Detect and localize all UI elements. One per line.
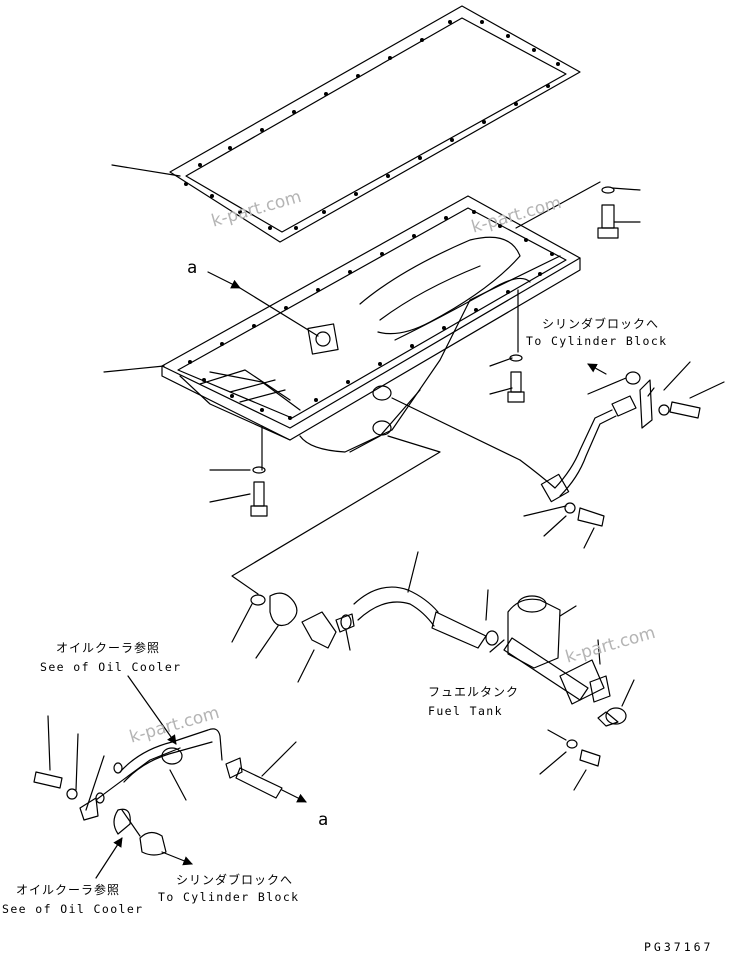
fuel-tank-bracket xyxy=(503,595,635,791)
oil-cooler-pipe-assembly xyxy=(33,363,607,879)
oil-cooler-en-label-top: See of Oil Cooler xyxy=(40,660,182,674)
to-cylinder-block-jp-label: シリンダブロックへ xyxy=(542,317,660,331)
sensor-assembly xyxy=(391,361,725,549)
oil-pan-gasket xyxy=(169,5,581,243)
to-cylinder-block-en-label: To Cylinder Block xyxy=(526,334,668,348)
hose-assembly xyxy=(231,551,505,683)
figure-code: PG37167 xyxy=(644,940,714,954)
oil-pan xyxy=(161,195,581,453)
leader-lines-upper xyxy=(103,164,641,503)
to-cylinder-block-jp-label-bottom: シリンダブロックへ xyxy=(176,873,294,887)
fuel-tank-en-label: Fuel Tank xyxy=(428,704,503,718)
reference-a-top: a xyxy=(187,258,198,278)
oil-cooler-en-label-bottom: See of Oil Cooler xyxy=(2,902,144,916)
reference-a-bottom: a xyxy=(318,810,329,830)
connection-line-a xyxy=(231,435,441,595)
oil-cooler-jp-label-bottom: オイルクーラ参照 xyxy=(16,883,121,897)
bolt-washer-set-top-right xyxy=(250,186,619,517)
fuel-tank-jp-label: フュエルタンク xyxy=(428,685,520,699)
oil-cooler-jp-label-top: オイルクーラ参照 xyxy=(56,641,161,655)
to-cylinder-block-en-label-bottom: To Cylinder Block xyxy=(158,890,300,904)
